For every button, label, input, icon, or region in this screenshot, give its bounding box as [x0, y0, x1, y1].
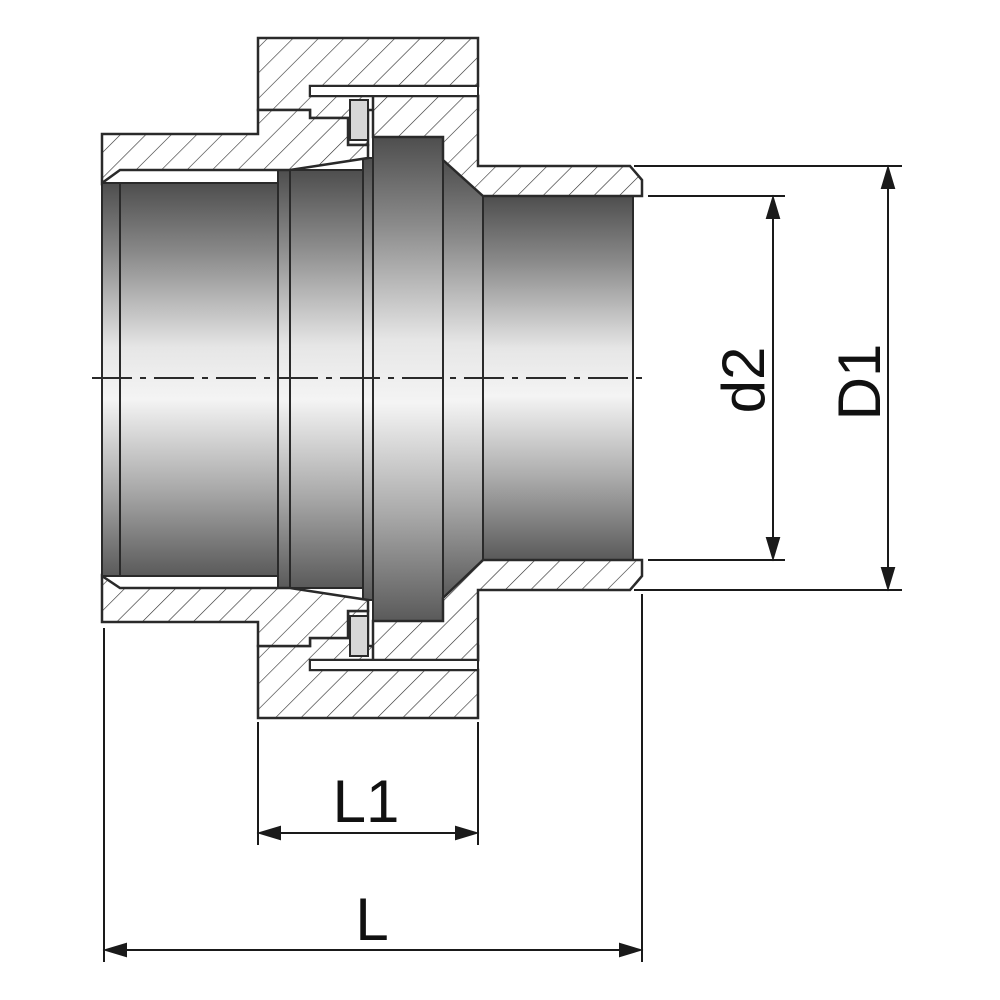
lower-section: [100, 558, 644, 720]
upper-section: [100, 36, 644, 198]
dimension-label-L1: L1: [333, 768, 400, 835]
dimension-label-d2: d2: [710, 347, 777, 414]
dimension-label-L: L: [355, 886, 388, 953]
dimension-label-D1: D1: [826, 344, 893, 421]
dimension-lines: [102, 164, 902, 962]
